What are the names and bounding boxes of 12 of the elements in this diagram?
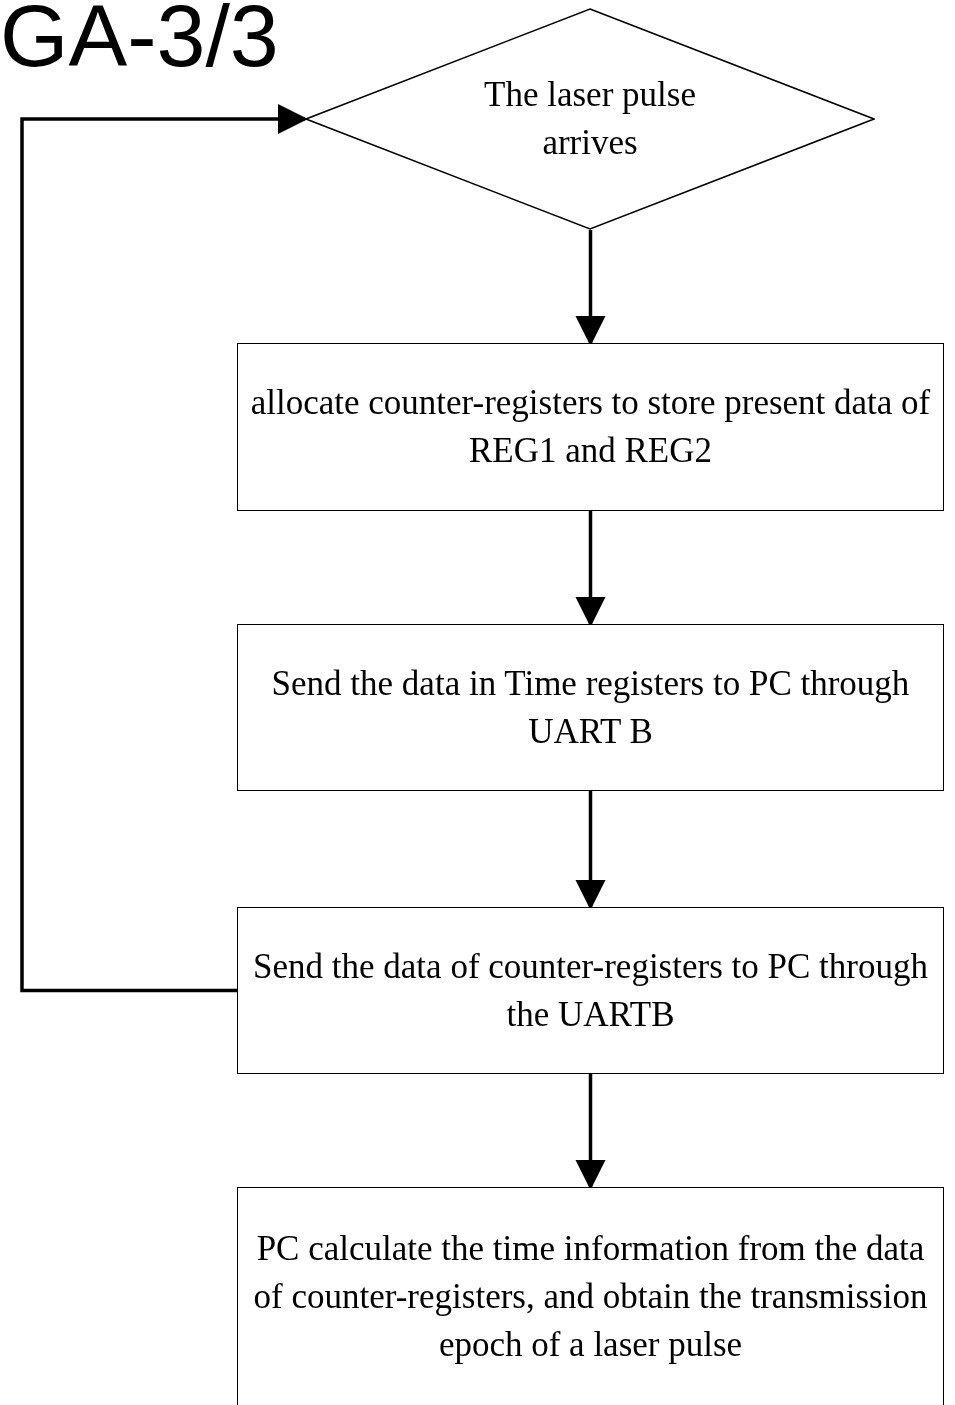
node-text: PC calculate the time information from the data of counter-registers, and obtain the transmission epoch of a laser pulse [252, 1227, 929, 1366]
node-text: The laser pulse arrives [483, 74, 697, 164]
node-text: allocate counter-registers to store present data of REG1 and REG2 [250, 382, 931, 472]
process-box [237, 343, 944, 511]
process-box [237, 907, 944, 1074]
node-text: Send the data of counter-registers to PC through the UARTB [252, 945, 929, 1036]
title: GA-3/3 [0, 0, 279, 80]
node-text: Send the data in Time registers to PC through UART B [270, 662, 911, 753]
process-box [237, 1187, 944, 1405]
arrow [20, 104, 308, 993]
process-box [237, 624, 944, 791]
decision-diamond [305, 8, 875, 230]
